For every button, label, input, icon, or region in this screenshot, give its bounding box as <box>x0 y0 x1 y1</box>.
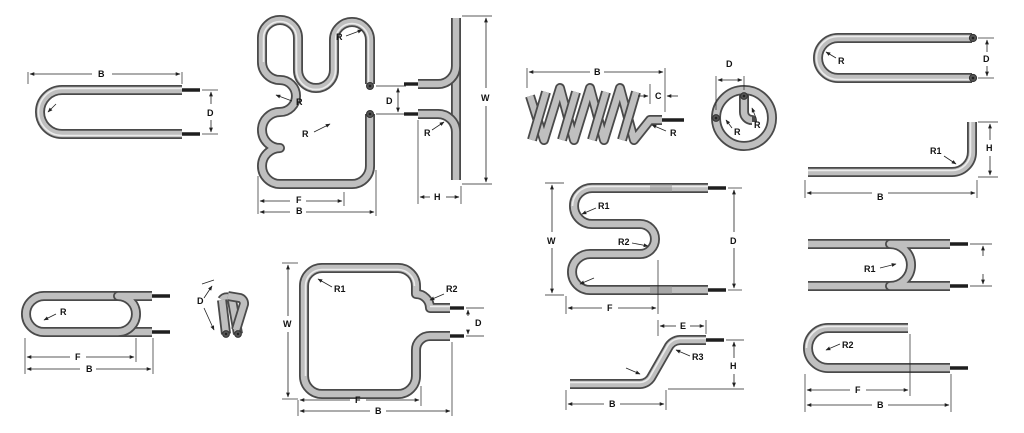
t-shaped-element: R W H <box>404 15 492 204</box>
radius-label-r1: R1 <box>334 284 346 294</box>
dimension-label-d: D <box>197 296 204 306</box>
dimension-label-f: F <box>75 352 81 362</box>
dimension-label-f: F <box>855 385 861 395</box>
dimension-label-b: B <box>375 406 382 416</box>
serpentine-element: R R R D F B <box>257 15 406 216</box>
dimension-label-c: C <box>655 91 662 101</box>
dimension-label-b: B <box>877 400 884 410</box>
radius-label-mid: R <box>296 97 303 107</box>
dimension-label-f: F <box>296 195 302 205</box>
hairpin-element-top-right: D R <box>813 33 994 83</box>
radius-label: R <box>838 56 845 66</box>
dimension-label-w: W <box>481 93 490 103</box>
radius-label-top: R <box>336 32 343 42</box>
hairpin-element-top-left: B D <box>27 69 218 139</box>
small-pair-element: D <box>197 279 249 338</box>
s-bend-element: R1 R2 W D F <box>545 182 742 314</box>
hairpin-tube <box>35 85 182 139</box>
dimension-label-b: B <box>296 206 303 216</box>
dimension-label-w: W <box>547 236 556 246</box>
dimension-label-h: H <box>730 361 737 371</box>
hook-element-bottom-right: R2 F B <box>803 323 968 412</box>
dimension-label-f: F <box>355 395 361 405</box>
radius-label: R <box>670 128 677 138</box>
dimension-label-e: E <box>680 321 686 331</box>
dimension-label-b: B <box>609 399 616 409</box>
dimension-label-d: D <box>475 318 482 328</box>
frame-element: R1 R2 W D F B <box>282 262 484 416</box>
radius-label-r2: R2 <box>618 237 630 247</box>
dimension-label-d: D <box>207 108 214 118</box>
dimension-label-d: D <box>726 59 733 69</box>
radius-label: R <box>424 128 431 138</box>
radius-label-right: R <box>754 120 761 130</box>
offset-bend-element: E R3 H B <box>565 320 744 410</box>
dimension-label-d: D <box>730 236 737 246</box>
dimension-label-b: B <box>86 364 93 374</box>
dimension-label-d: D <box>983 54 990 64</box>
radius-label-r2: R2 <box>842 340 854 350</box>
radius-label-r3: R3 <box>692 352 704 362</box>
coil-element: B C R <box>525 67 684 145</box>
dimension-label-w: W <box>283 319 292 329</box>
radius-label-r1: R1 <box>930 146 942 156</box>
dimension-label-f: F <box>607 303 613 313</box>
dimension-label-h: H <box>986 143 993 153</box>
radius-label-r2: R2 <box>446 284 458 294</box>
dimension-label-b: B <box>98 69 105 79</box>
dimension-label-b: B <box>877 192 884 202</box>
radius-label-r1: R1 <box>864 264 876 274</box>
radius-label-low: R <box>302 129 309 139</box>
l-bend-element: H R1 B <box>804 121 998 202</box>
radius-label-left: R <box>734 127 741 137</box>
dimension-label-b: B <box>594 67 601 77</box>
hairpin-element-mid-right: R1 <box>808 239 992 291</box>
dimension-label-h: H <box>434 192 441 202</box>
radius-label: R <box>60 307 67 317</box>
hairpin-element-bottom-left: R F B <box>21 291 170 374</box>
ring-element: D R R <box>711 59 777 151</box>
radius-label-r1: R1 <box>598 201 610 211</box>
dimension-label-d: D <box>386 96 393 106</box>
